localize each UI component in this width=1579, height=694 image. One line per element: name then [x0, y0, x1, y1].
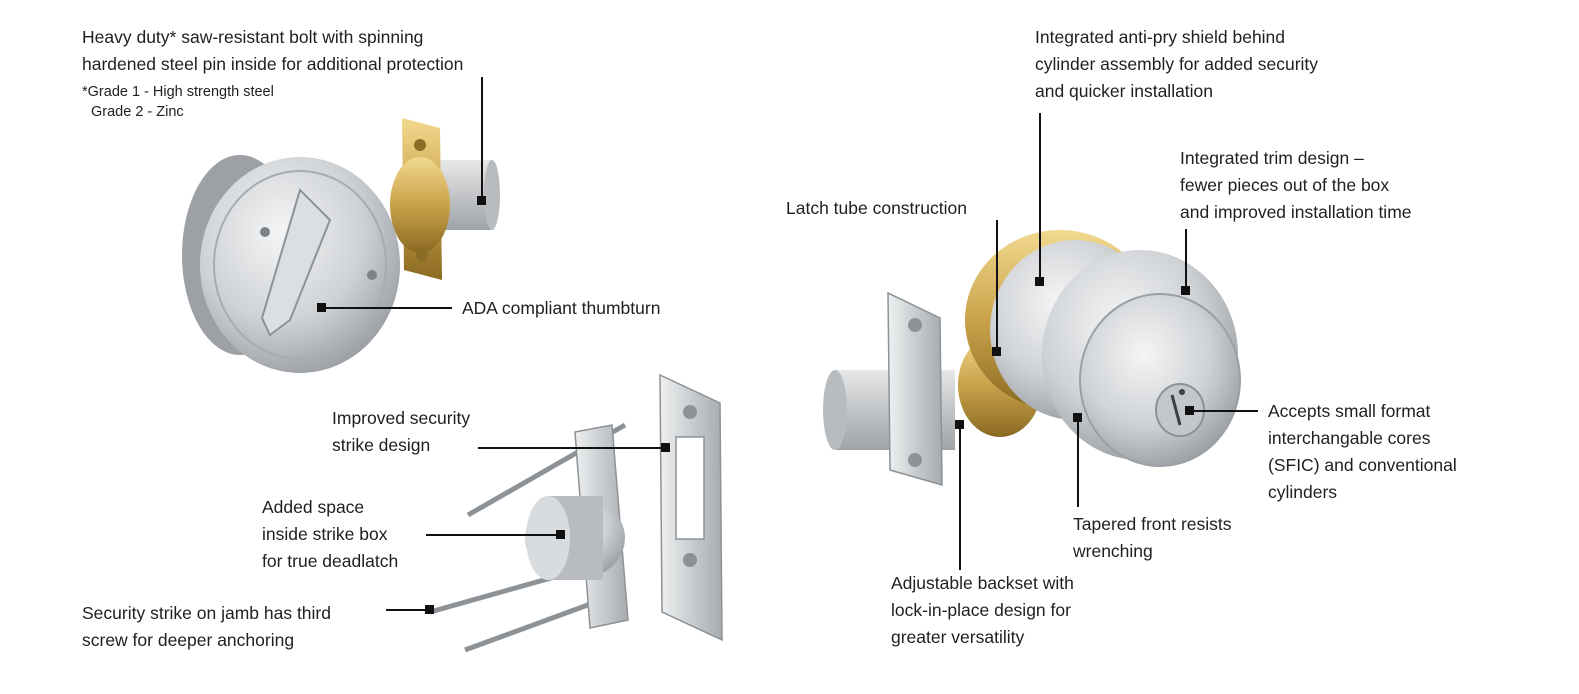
grade-footnote: *Grade 1 - High strength steel Grade 2 -… — [82, 82, 274, 122]
backset-callout-line: Adjustable backset with — [891, 573, 1074, 593]
tapered-front-callout-line: wrenching — [1073, 541, 1153, 561]
leader-lines — [317, 77, 1258, 614]
cylinder-deadbolt-illustration — [823, 230, 1241, 487]
thumbturn-deadbolt-illustration — [182, 118, 500, 373]
strike-box-illustration — [429, 373, 723, 653]
jamb-screw-callout-line: Security strike on jamb has third — [82, 603, 331, 623]
trim-callout: Integrated trim design – fewer pieces ou… — [1180, 145, 1412, 226]
strike-design-callout-line: Improved security — [332, 408, 471, 428]
anti-pry-callout-line: and quicker installation — [1035, 81, 1214, 101]
strike-box-callout: Added space inside strike box for true d… — [262, 494, 398, 575]
cores-callout-line: interchangable cores — [1268, 428, 1431, 448]
strike-box-callout-line: Added space — [262, 497, 365, 517]
backset-callout-line: lock-in-place design for — [891, 600, 1071, 620]
bolt-callout: Heavy duty* saw-resistant bolt with spin… — [82, 24, 463, 78]
cores-callout: Accepts small format interchangable core… — [1268, 398, 1457, 506]
cores-callout-line: (SFIC) and conventional — [1268, 455, 1457, 475]
latch-tube-callout-text: Latch tube construction — [786, 198, 967, 218]
grade-footnote-line: Grade 2 - Zinc — [91, 104, 184, 120]
grade-footnote-line: *Grade 1 - High strength steel — [82, 84, 274, 100]
trim-callout-line: Integrated trim design – — [1180, 148, 1364, 168]
anti-pry-callout-line: cylinder assembly for added security — [1035, 54, 1319, 74]
trim-callout-line: and improved installation time — [1180, 202, 1412, 222]
anti-pry-callout-line: Integrated anti-pry shield behind — [1035, 27, 1286, 47]
tapered-front-callout-line: Tapered front resists — [1073, 514, 1232, 534]
thumbturn-callout: ADA compliant thumbturn — [462, 295, 660, 322]
backset-callout: Adjustable backset with lock-in-place de… — [891, 570, 1074, 651]
jamb-screw-callout: Security strike on jamb has third screw … — [82, 600, 331, 654]
bolt-callout-line: hardened steel pin inside for additional… — [82, 54, 464, 74]
thumbturn-callout-text: ADA compliant thumbturn — [462, 298, 661, 318]
strike-design-callout-line: strike design — [332, 435, 431, 455]
anti-pry-callout: Integrated anti-pry shield behind cylind… — [1035, 24, 1318, 105]
bolt-callout-line: Heavy duty* saw-resistant bolt with spin… — [82, 27, 424, 47]
strike-box-callout-line: for true deadlatch — [262, 551, 399, 571]
backset-callout-line: greater versatility — [891, 627, 1025, 647]
jamb-screw-callout-line: screw for deeper anchoring — [82, 630, 295, 650]
latch-tube-callout: Latch tube construction — [786, 195, 967, 222]
cores-callout-line: cylinders — [1268, 482, 1338, 502]
strike-box-callout-line: inside strike box — [262, 524, 388, 544]
trim-callout-line: fewer pieces out of the box — [1180, 175, 1390, 195]
tapered-front-callout: Tapered front resists wrenching — [1073, 511, 1232, 565]
strike-design-callout: Improved security strike design — [332, 405, 470, 459]
cores-callout-line: Accepts small format — [1268, 401, 1431, 421]
